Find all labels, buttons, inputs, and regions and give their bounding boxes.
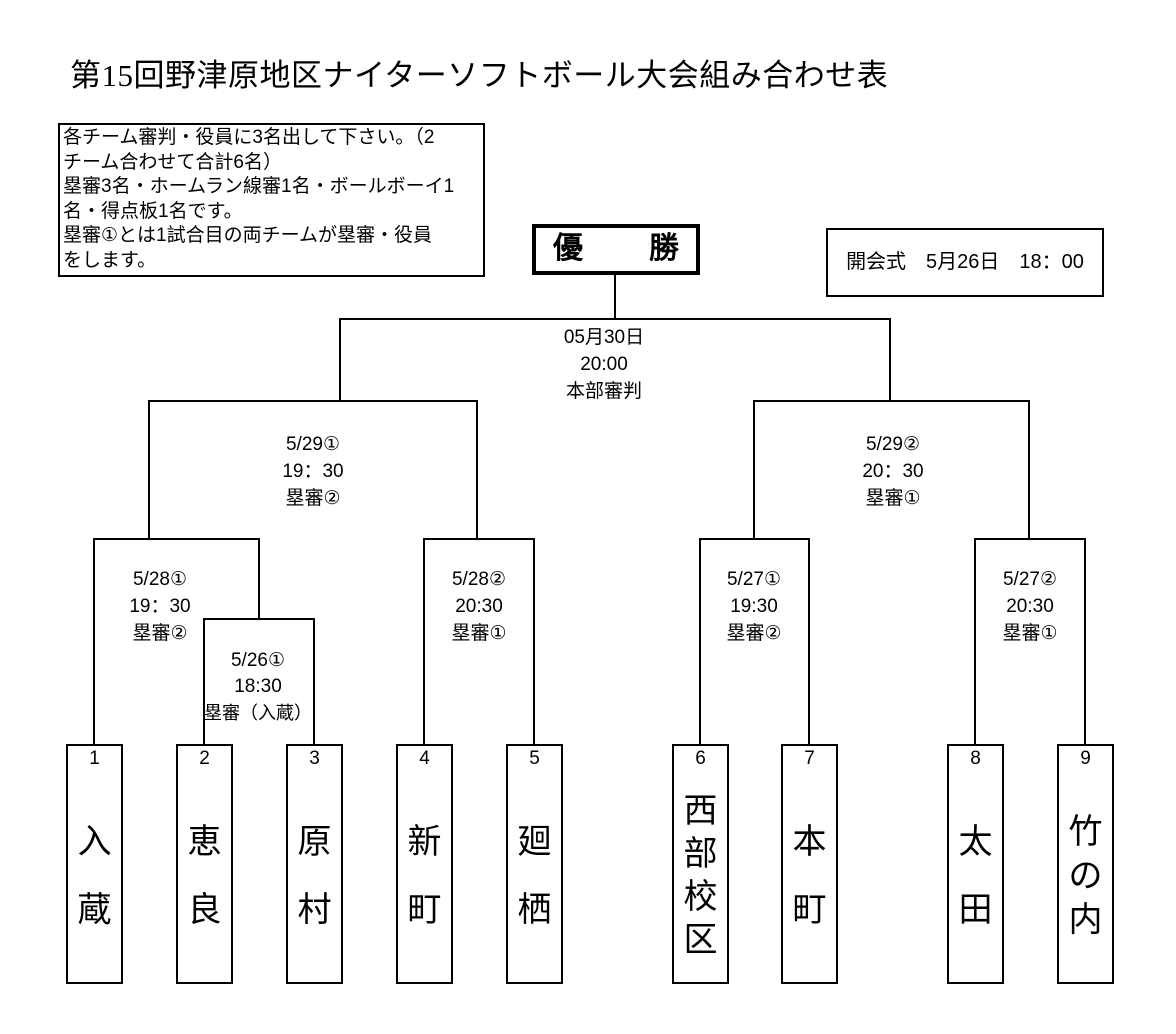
team-box-shinmachi: 4 新町 — [396, 744, 453, 984]
bracket-line — [889, 318, 891, 402]
match-info-qf1: 5/28① 19：30 塁審② — [129, 566, 190, 647]
match-info-round1: 5/26① 18:30 塁審（入蔵） — [204, 648, 312, 726]
match-time: 20:30 — [1006, 596, 1054, 617]
bracket-line — [1028, 400, 1030, 540]
bracket-line — [753, 400, 1030, 402]
match-date: 5/28② — [451, 569, 507, 590]
team-name: 太田 — [958, 823, 993, 929]
team-number: 1 — [89, 748, 100, 769]
team-number: 2 — [199, 748, 210, 769]
bracket-line — [258, 538, 260, 620]
match-umpire: 塁審① — [865, 488, 921, 509]
bracket-line — [974, 538, 1086, 540]
match-umpire: 本部審判 — [565, 381, 642, 402]
team-number: 7 — [804, 748, 815, 769]
team-box-meguriso: 5 廻栖 — [506, 744, 563, 984]
team-box-era: 2 恵良 — [176, 744, 233, 984]
match-info-qf4: 5/27② 20:30 塁審① — [1002, 566, 1057, 647]
note-line: 名・得点板1名です。 — [63, 200, 243, 222]
team-box-takenouchi: 9 竹の内 — [1057, 744, 1114, 984]
match-time: 20：30 — [862, 461, 924, 482]
match-info-final: 05月30日 20:00 本部審判 — [564, 324, 644, 405]
bracket-line — [203, 618, 205, 746]
match-umpire: 塁審② — [726, 623, 782, 644]
team-number: 4 — [419, 748, 430, 769]
team-number: 5 — [529, 748, 540, 769]
match-date: 05月30日 — [563, 327, 645, 348]
match-umpire: 塁審（入蔵） — [204, 703, 312, 723]
team-name: 竹の内 — [1068, 813, 1103, 939]
team-number: 6 — [695, 748, 706, 769]
team-name: 入蔵 — [77, 823, 112, 929]
bracket-line — [1084, 538, 1086, 746]
match-date: 5/27② — [1002, 569, 1058, 590]
team-number: 9 — [1080, 748, 1091, 769]
match-umpire: 塁審② — [285, 488, 341, 509]
match-time: 19：30 — [282, 461, 344, 482]
bracket-line — [148, 400, 478, 402]
team-name: 新町 — [407, 823, 442, 929]
match-time: 18:30 — [234, 676, 282, 697]
bracket-line — [476, 400, 478, 540]
bracket-line — [533, 538, 535, 746]
team-box-harumura: 3 原村 — [286, 744, 343, 984]
champion-box: 優 勝 — [532, 224, 700, 275]
bracket-line — [423, 538, 535, 540]
bracket-line — [614, 275, 616, 320]
match-time: 19：30 — [129, 596, 191, 617]
team-name: 原村 — [297, 823, 332, 929]
bracket-line — [339, 318, 891, 320]
bracket-line — [753, 400, 755, 540]
bracket-line — [808, 538, 810, 746]
team-number: 8 — [970, 748, 981, 769]
note-line: 塁審①とは1試合目の両チームが塁審・役員 — [63, 225, 433, 246]
bracket-line — [313, 618, 315, 746]
match-date: 5/27① — [726, 569, 782, 590]
note-line: 各チーム審判・役員に3名出して下さい。（2 — [63, 127, 435, 148]
bracket-line — [699, 538, 810, 540]
bracket-line — [699, 538, 701, 746]
bracket-line — [423, 538, 425, 746]
team-box-ota: 8 太田 — [947, 744, 1004, 984]
team-number: 3 — [309, 748, 320, 769]
note-line: をします。 — [63, 249, 157, 271]
match-info-semifinal-right: 5/29② 20：30 塁審① — [862, 431, 923, 512]
team-name: 恵良 — [187, 823, 222, 929]
match-umpire: 塁審② — [132, 623, 188, 644]
match-date: 5/26① — [230, 650, 285, 671]
match-date: 5/29① — [285, 434, 340, 455]
match-umpire: 塁審① — [1002, 623, 1058, 644]
match-info-semifinal-left: 5/29① 19：30 塁審② — [282, 431, 343, 512]
match-time: 19:30 — [730, 596, 778, 617]
match-date: 5/29② — [865, 434, 920, 455]
page-title: 第15回野津原地区ナイターソフトボール大会組み合わせ表 — [70, 58, 889, 93]
match-time: 20:00 — [580, 354, 628, 375]
match-info-qf3: 5/27① 19:30 塁審② — [726, 566, 781, 647]
opening-ceremony-box: 開会式 5月26日 18：00 — [826, 228, 1104, 297]
team-box-irikura: 1 入蔵 — [66, 744, 123, 984]
note-line: 塁審3名・ホームラン線審1名・ボールボーイ1 — [63, 176, 455, 197]
team-box-honmachi: 7 本町 — [781, 744, 838, 984]
bracket-line — [93, 538, 260, 540]
match-info-qf2: 5/28② 20:30 塁審① — [451, 566, 506, 647]
bracket-line — [974, 538, 976, 746]
bracket-line — [339, 318, 341, 402]
bracket-line — [148, 400, 150, 540]
bracket-line — [203, 618, 315, 620]
umpire-notes-box: 各チーム審判・役員に3名出して下さい。（2 チーム合わせて合計6名） 塁審3名・… — [58, 123, 485, 277]
team-name: 西部校区 — [683, 792, 718, 959]
team-box-seibu-koku: 6 西部校区 — [672, 744, 729, 984]
team-name: 廻栖 — [517, 823, 552, 929]
match-umpire: 塁審① — [451, 623, 507, 644]
team-name: 本町 — [792, 823, 827, 929]
note-line: チーム合わせて合計6名） — [63, 151, 282, 173]
match-time: 20:30 — [455, 596, 503, 617]
match-date: 5/28① — [132, 569, 187, 590]
bracket-line — [93, 538, 95, 746]
